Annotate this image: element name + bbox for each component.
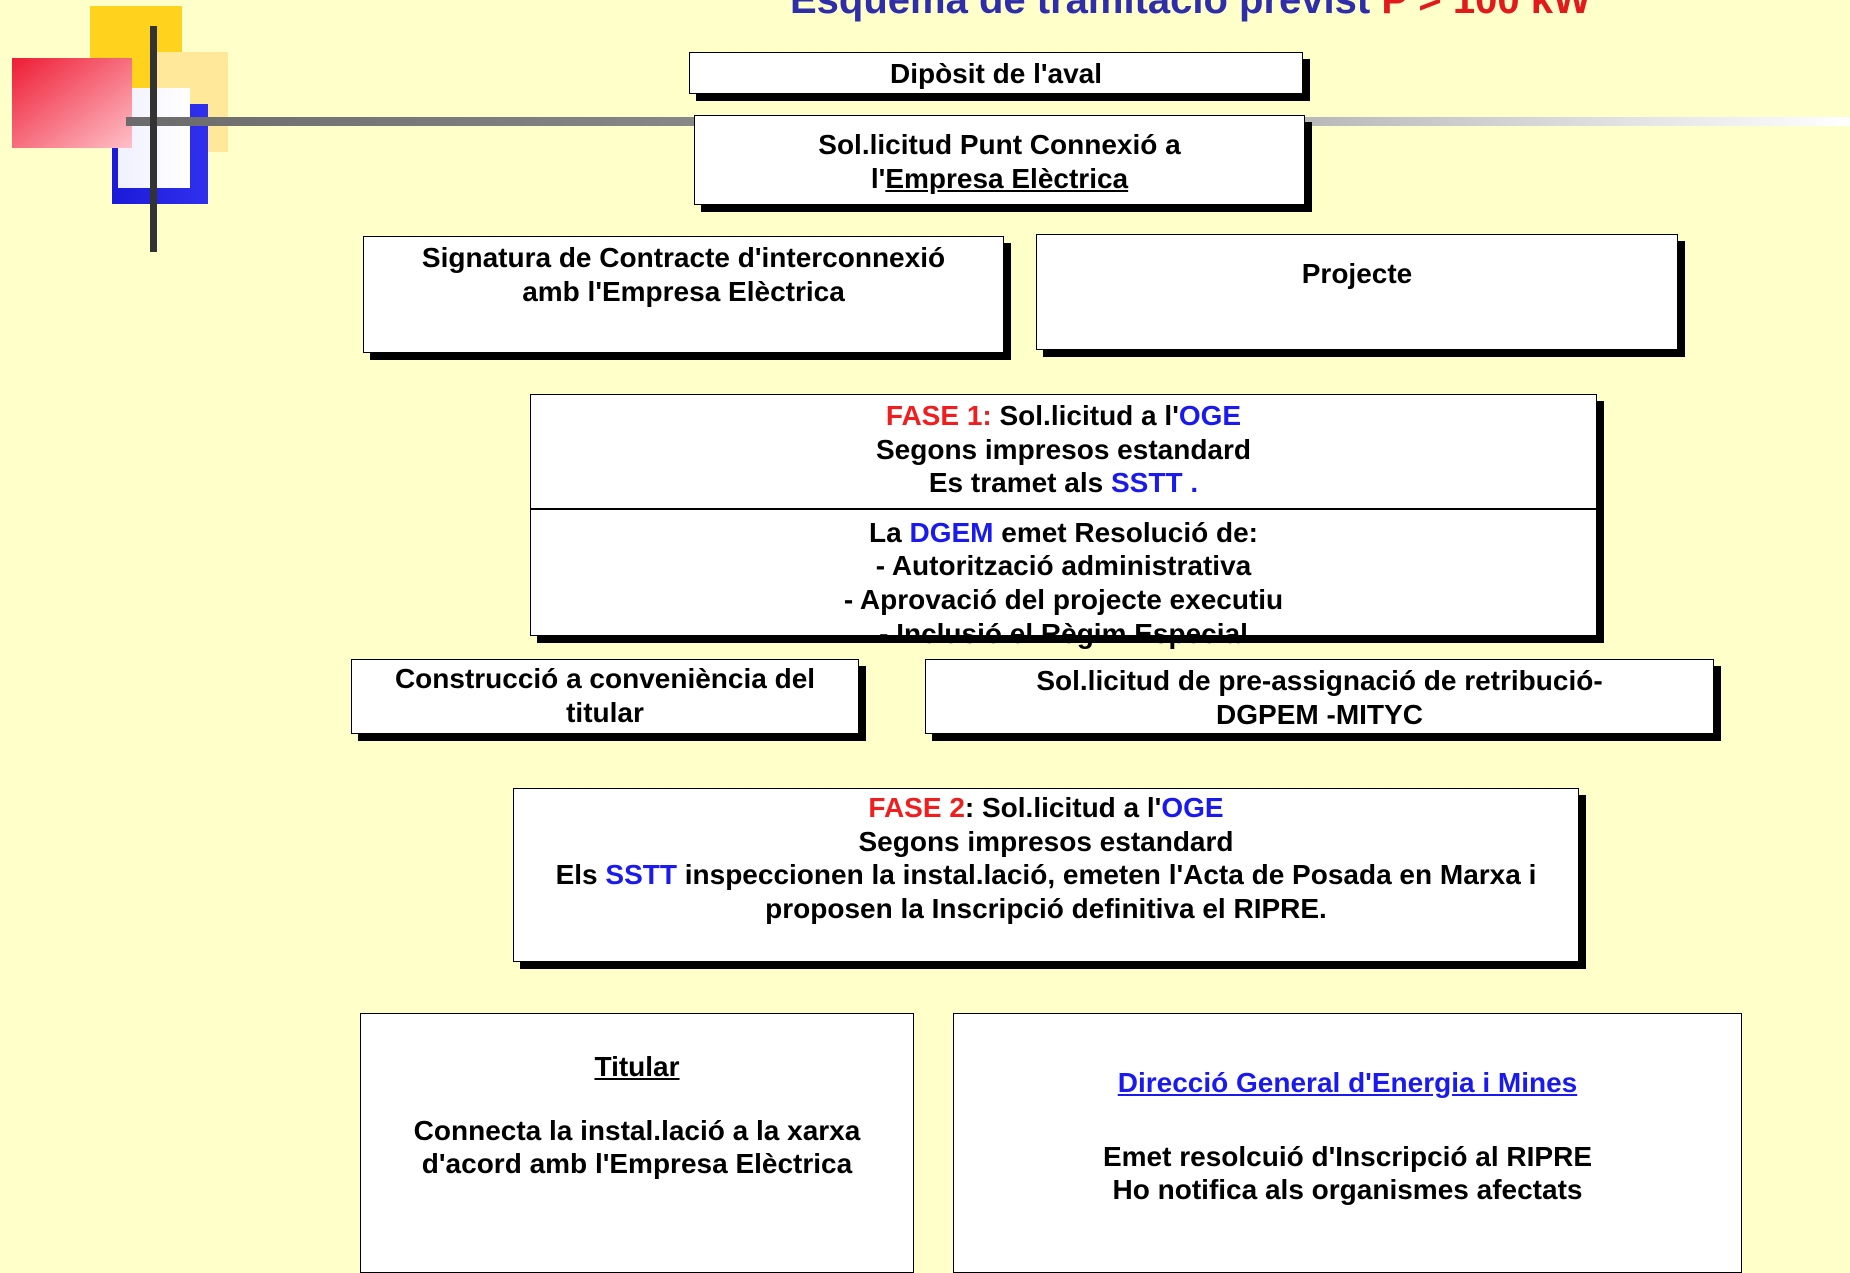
decorative-squares (12, 6, 1850, 252)
box-fase-2: FASE 2: Sol.licitud a l'OGE Segons impre… (513, 788, 1579, 962)
punt-line2: l'Empresa Elèctrica (870, 162, 1129, 194)
red-square (12, 58, 132, 148)
dgem-link[interactable]: Direcció General d'Energia i Mines (1117, 1067, 1578, 1098)
box-preassignacio: Sol.licitud de pre-assignació de retribu… (925, 659, 1714, 734)
box-titular: Titular Connecta la instal.lació a la xa… (360, 1013, 914, 1273)
fase1-divider (531, 507, 1596, 510)
box-diposit-aval: Dipòsit de l'aval (689, 52, 1303, 94)
slide-title-main: Esquema de tramitació previst (790, 0, 1371, 22)
box-fase-1: FASE 1: Sol.licitud a l'OGE Segons impre… (530, 394, 1597, 649)
titular-body: Connecta la instal.lació a la xarxa d'ac… (413, 1114, 861, 1180)
box-signatura-contracte: Signatura de Contracte d'interconnexió a… (363, 236, 1004, 353)
vertical-line (150, 26, 157, 252)
dgem-body-line1: Emet resolcuió d'Inscripció al RIPRE (1102, 1140, 1592, 1172)
fase1-heading: FASE 1: Sol.licitud a l'OGE (885, 400, 1242, 431)
box-construccio: Construcció a conveniència del titular (351, 659, 859, 734)
dgem-body-line2: Ho notifica als organismes afectats (1112, 1174, 1583, 1206)
slide-title-accent: P > 100 kW (1381, 0, 1591, 22)
titular-heading: Titular (594, 1051, 680, 1082)
box-projecte: Projecte (1036, 234, 1678, 350)
punt-line1: Sol.licitud Punt Connexió a (818, 129, 1181, 160)
slide-title: Esquema de tramitació previst P > 100 kW (790, 0, 1850, 23)
fase2-heading: FASE 2: Sol.licitud a l'OGE (868, 792, 1224, 823)
box-direccio-general: Direcció General d'Energia i Mines Emet … (953, 1013, 1742, 1273)
box-punt-connexio: Sol.licitud Punt Connexió a l'Empresa El… (694, 115, 1305, 205)
